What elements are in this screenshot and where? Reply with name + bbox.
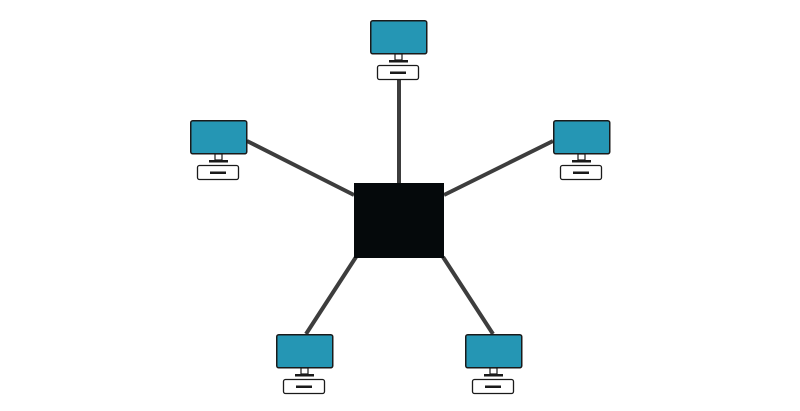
monitor-base	[572, 160, 591, 163]
computer-bottom-left-icon	[276, 334, 334, 395]
monitor-base	[295, 374, 314, 377]
computer-left-icon	[190, 120, 248, 181]
monitor-screen	[190, 120, 248, 155]
drive-slot	[390, 71, 406, 74]
monitor-base	[484, 374, 503, 377]
computer-bottom-right-icon	[465, 334, 523, 395]
monitor-screen	[553, 120, 611, 155]
link-left	[246, 139, 355, 197]
drive-slot	[573, 171, 589, 174]
monitor-base	[209, 160, 228, 163]
monitor-neck	[300, 367, 309, 375]
monitor-screen	[465, 334, 523, 369]
monitor-neck	[577, 153, 586, 161]
monitor-screen	[276, 334, 334, 369]
link-right	[443, 139, 554, 197]
computer-right-icon	[553, 120, 611, 181]
drive-slot	[296, 385, 312, 388]
link-bottom-left	[304, 255, 358, 336]
drive-slot	[210, 171, 226, 174]
monitor-base	[389, 60, 408, 63]
monitor-neck	[214, 153, 223, 161]
monitor-neck	[489, 367, 498, 375]
link-bottom-right	[441, 255, 495, 336]
monitor-screen	[370, 20, 428, 55]
monitor-neck	[394, 53, 403, 61]
computer-top-icon	[370, 20, 428, 81]
hub-switch	[354, 183, 444, 258]
drive-slot	[485, 385, 501, 388]
